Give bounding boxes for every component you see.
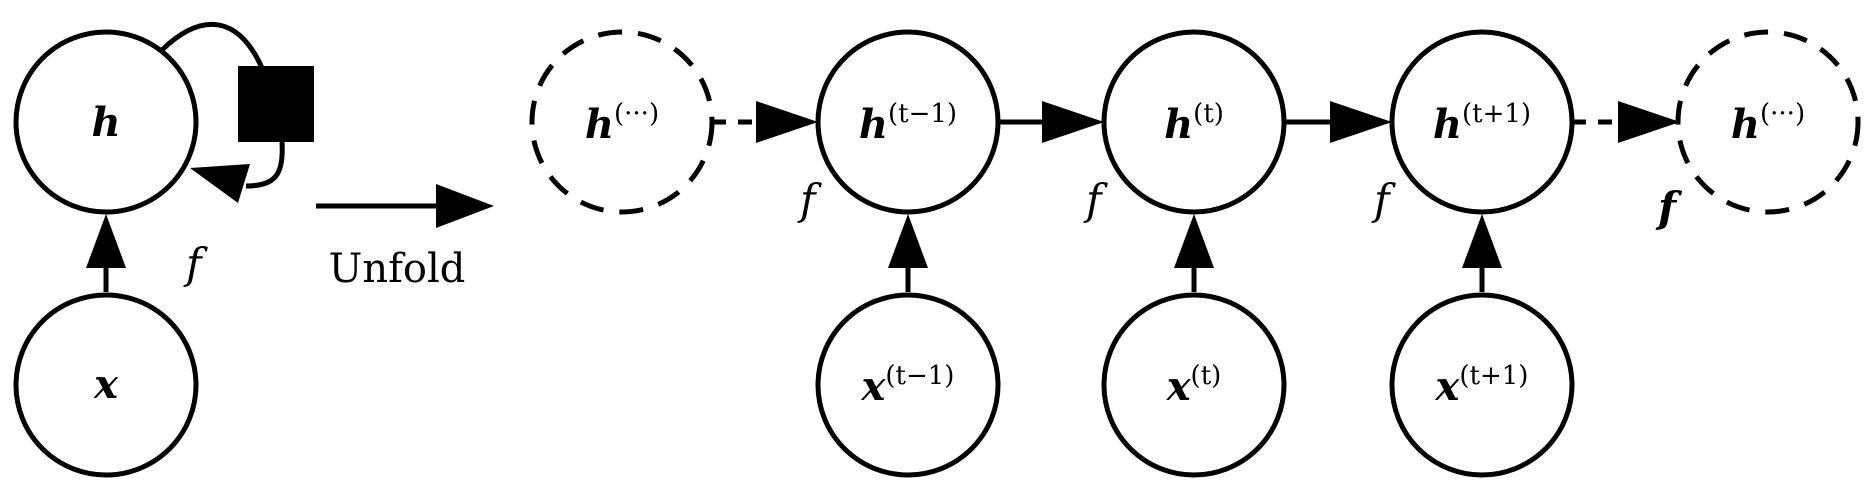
arrowhead-h-t-to-h-t1 xyxy=(1330,101,1392,143)
delay-square xyxy=(238,66,314,142)
hidden-label-t-plus-1: h(t+1) xyxy=(1433,99,1531,148)
arrowhead-ghost-to-h-t-1 xyxy=(756,101,818,143)
input-node-t-plus-1 xyxy=(1389,292,1575,478)
arrowhead-x-t-1 xyxy=(888,214,928,268)
input-node-t-minus-1 xyxy=(815,292,1001,478)
ghost-left-label: h(···) xyxy=(585,99,659,148)
ghost-node-left xyxy=(529,29,715,215)
f-label-2: f xyxy=(1083,175,1108,224)
input-label-t-plus-1: x(t+1) xyxy=(1435,361,1529,410)
arrowhead-x-t1 xyxy=(1462,214,1502,268)
recurrent-loop-edge xyxy=(160,21,265,70)
folded-input-arrowhead xyxy=(86,214,126,268)
recurrent-return-edge xyxy=(245,141,285,189)
hidden-node-t xyxy=(1101,29,1287,215)
folded-input-label: x xyxy=(93,361,119,408)
f-label-1: f xyxy=(797,175,822,224)
f-label-3: f xyxy=(1371,175,1396,224)
arrowhead-h-t1-to-ghost xyxy=(1618,101,1680,143)
folded-f-label: f xyxy=(183,239,208,288)
folded-hidden-node xyxy=(13,29,199,215)
ghost-node-right xyxy=(1675,29,1861,215)
input-node-t xyxy=(1101,292,1287,478)
arrowhead-x-t xyxy=(1174,214,1214,268)
f-label-4: f xyxy=(1655,183,1683,232)
hidden-node-t-plus-1 xyxy=(1389,29,1575,215)
unrolled-graph: h(···) h(···) h(t−1) h(t) h(t+1) x(t−1) … xyxy=(529,29,1861,478)
input-label-t-minus-1: x(t−1) xyxy=(861,361,955,410)
folded-graph: h x f xyxy=(13,21,314,478)
folded-input-node xyxy=(13,292,199,478)
arrowhead-h-t-1-to-h-t xyxy=(1042,101,1104,143)
recurrent-arrowhead xyxy=(190,164,250,203)
ghost-right-label: h(···) xyxy=(1731,99,1805,148)
hidden-label-t: h(t) xyxy=(1164,99,1224,148)
hidden-label-t-minus-1: h(t−1) xyxy=(859,99,957,148)
input-label-t: x(t) xyxy=(1166,361,1222,410)
hidden-node-t-minus-1 xyxy=(815,29,1001,215)
unfold-arrowhead xyxy=(436,184,494,228)
unfold-arrow: Unfold xyxy=(316,184,494,292)
unfold-label: Unfold xyxy=(329,246,466,292)
folded-hidden-label: h xyxy=(91,99,120,146)
